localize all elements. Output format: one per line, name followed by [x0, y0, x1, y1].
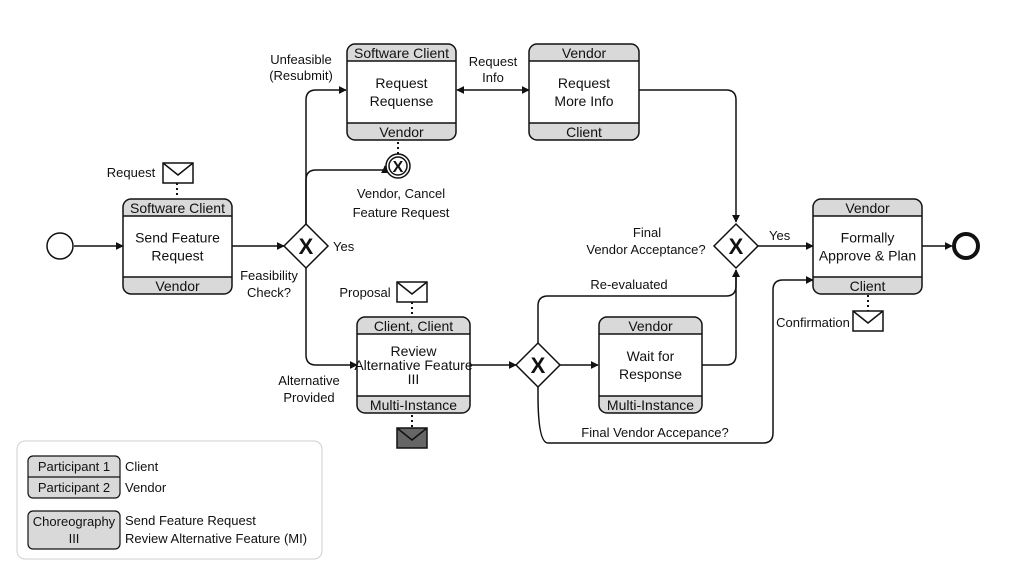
svg-text:X: X	[531, 353, 546, 378]
feasibility-gateway: X	[282, 222, 330, 270]
reevaluated-label: Re-evaluated	[590, 277, 667, 292]
participant-top-label: Vendor	[562, 45, 607, 61]
flow-alternative	[305, 268, 358, 369]
svg-text:X: X	[393, 159, 404, 176]
legend-choreography: Choreography III	[27, 510, 121, 550]
feasibility-label: Feasibility	[240, 268, 298, 283]
task-name-line: III	[408, 371, 420, 387]
participant-bottom-label: Multi-Instance	[607, 397, 694, 413]
participant-top-label: Client, Client	[374, 318, 453, 334]
cancel-label: Feature Request	[353, 205, 450, 220]
participant-bottom-label: Multi-Instance	[370, 397, 457, 413]
cancel-end-event: X	[385, 153, 411, 179]
cancel-label: Vendor, Cancel	[357, 186, 445, 201]
confirmation-label: Confirmation	[776, 315, 850, 330]
legend-participants: Participant 1 Participant 2	[27, 455, 121, 499]
task-name-line: Review	[391, 343, 438, 359]
participant-band-top	[123, 199, 232, 216]
envelope-icon	[162, 162, 194, 184]
participant-band-bottom	[357, 396, 470, 413]
task-name-line: More Info	[554, 93, 613, 109]
svg-text:III: III	[69, 531, 80, 546]
yes-label: Yes	[333, 239, 355, 254]
request-info-label: Info	[482, 70, 504, 85]
participant-band-bottom	[529, 123, 639, 140]
participant-top-label: Vendor	[845, 200, 890, 216]
request-message-label: Request	[107, 165, 156, 180]
participant-band-top	[813, 199, 922, 216]
start-event	[46, 232, 74, 260]
task-name-line: Request	[375, 75, 427, 91]
legend-review: Review Alternative Feature (MI)	[125, 531, 307, 546]
legend-client: Client	[125, 459, 159, 474]
participant-band-bottom	[813, 277, 922, 294]
final-vendor-acceptance-label: Final Vendor Accepance?	[581, 425, 728, 440]
task-name-line: Request	[558, 75, 610, 91]
participant-band-bottom	[599, 396, 702, 413]
participant-bottom-label: Vendor	[379, 124, 424, 140]
unfeasible-label: (Resubmit)	[269, 68, 333, 83]
yes-label: Yes	[769, 228, 791, 243]
task-name-line: Response	[619, 366, 682, 382]
proposal-label: Proposal	[339, 285, 390, 300]
request-info-label: Request	[469, 54, 518, 69]
legend: Participant 1 Participant 2 Client Vendo…	[16, 440, 323, 560]
participant-bottom-label: Client	[566, 124, 602, 140]
task-name-line: Approve & Plan	[819, 248, 916, 264]
participant-top-label: Software Client	[354, 45, 449, 61]
participant-band-top	[347, 44, 456, 61]
final-acceptance-label: Vendor Acceptance?	[586, 242, 705, 257]
participant-band-top	[357, 317, 470, 334]
task-name-line: Requense	[370, 93, 434, 109]
svg-text:X: X	[299, 234, 314, 259]
participant-top-label: Vendor	[628, 318, 673, 334]
participant-band-top	[529, 44, 639, 61]
task-name-line: Formally	[841, 230, 895, 246]
feasibility-label: Check?	[247, 285, 291, 300]
task-name-line: Wait for	[627, 348, 675, 364]
legend-vendor: Vendor	[125, 480, 167, 495]
acceptance-gateway: X	[712, 222, 760, 270]
participant-bottom-label: Client	[850, 278, 886, 294]
flow-moreinfo-to-gateway	[639, 89, 740, 223]
legend-send: Send Feature Request	[125, 513, 256, 528]
alternative-label: Alternative	[278, 373, 339, 388]
svg-text:Participant 1: Participant 1	[38, 459, 110, 474]
flow-cancel	[305, 165, 389, 224]
final-acceptance-label: Final	[633, 225, 661, 240]
envelope-icon	[852, 310, 884, 332]
participant-top-label: Software Client	[130, 200, 225, 216]
svg-text:X: X	[729, 234, 744, 259]
task-name-line: Alternative Feature	[354, 357, 472, 373]
envelope-icon	[396, 281, 428, 303]
flow-unfeasible	[305, 86, 347, 224]
flow-labels: Request Unfeasible (Resubmit) Request In…	[107, 52, 850, 440]
participant-bottom-label: Vendor	[155, 278, 200, 294]
participant-band-top	[599, 317, 702, 334]
alternative-label: Provided	[283, 390, 334, 405]
task-name-line: Request	[151, 248, 203, 264]
unfeasible-label: Unfeasible	[270, 52, 331, 67]
dark-envelope-icon	[396, 427, 428, 449]
review-gateway: X	[514, 341, 562, 389]
svg-text:Choreography: Choreography	[33, 514, 116, 529]
end-event	[952, 232, 980, 260]
flow-wait-to-gateway	[702, 269, 740, 366]
flow-final-vendor-acceptance	[537, 276, 814, 444]
sequence-flows	[74, 86, 953, 444]
task-name-line: Send Feature	[135, 230, 220, 246]
participant-band-bottom	[123, 277, 232, 294]
participant-band-bottom	[347, 123, 456, 140]
svg-text:Participant 2: Participant 2	[38, 480, 110, 495]
